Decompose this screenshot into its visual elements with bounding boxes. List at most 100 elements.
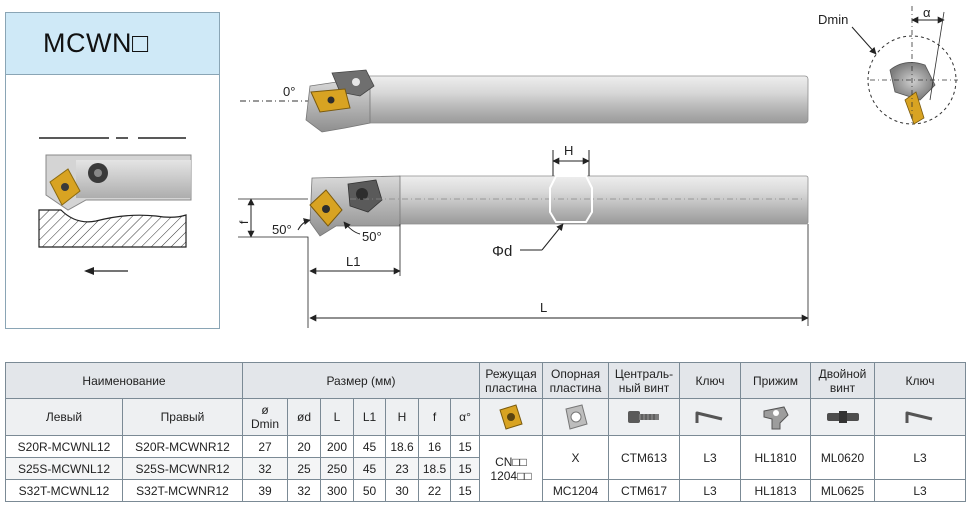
col-right: Правый: [122, 398, 243, 436]
double-screw-part-icon: [826, 411, 859, 423]
operation-view: [5, 75, 220, 329]
insert-image-cell: [479, 398, 543, 436]
cell-dmin: 39: [242, 479, 288, 502]
spec-table: Наименование Размер (мм) Режущая пластин…: [5, 362, 966, 502]
insert-code-line2: 1204□□: [490, 468, 532, 483]
header-double-screw: Двойной винт: [810, 362, 875, 399]
col-left: Левый: [5, 398, 123, 436]
cell-right: S20R-MCWNR12: [122, 435, 243, 458]
cell-L: 200: [320, 435, 354, 458]
cell-f: 18.5: [418, 457, 451, 480]
col-f: f: [418, 398, 451, 436]
header-shim: Опорная пластина: [542, 362, 609, 399]
cell-right: S25S-MCWNR12: [122, 457, 243, 480]
tool-top-view: [305, 69, 809, 133]
cell-f: 16: [418, 435, 451, 458]
table-row: S20R-MCWNL12 S20R-MCWNR12 27 20 200 45 1…: [5, 435, 966, 502]
cell-insert-code: CN□□ 1204□□: [479, 435, 543, 502]
cell-center-screw: CTM613: [608, 435, 680, 480]
header-name: Наименование: [5, 362, 243, 399]
boring-operation-illustration: [38, 137, 192, 275]
header-size: Размер (мм): [242, 362, 480, 399]
header-key1: Ключ: [679, 362, 741, 399]
table-row: S32T-MCWNL12 S32T-MCWNR12 39 32 300 50 3…: [5, 479, 966, 502]
cell-alpha: 15: [450, 435, 480, 458]
dimension-L1-label: L1: [346, 254, 360, 269]
cell-key1: L3: [679, 479, 741, 502]
cell-dmin: 32: [242, 457, 288, 480]
dimension-f-label: f: [237, 220, 251, 224]
cell-alpha: 15: [450, 457, 480, 480]
shim-part-icon: [564, 404, 588, 430]
cell-f: 22: [418, 479, 451, 502]
cell-clamp: HL1813: [740, 479, 811, 502]
col-L: L: [320, 398, 354, 436]
key2-image-cell: [874, 398, 966, 436]
clamp-image-cell: [740, 398, 811, 436]
workpiece-hatch: [38, 209, 187, 248]
insert-code-line1: CN□□: [495, 454, 527, 469]
col-alpha: α°: [450, 398, 480, 436]
angle-50-right-label: 50°: [362, 229, 382, 244]
product-code: MCWN□: [43, 28, 149, 58]
cell-L1: 45: [353, 435, 386, 458]
header-insert: Режущая пластина: [479, 362, 543, 399]
header-center-screw: Централь-ный винт: [608, 362, 680, 399]
cell-key2: L3: [874, 435, 966, 480]
table-row: S25S-MCWNL12 S25S-MCWNR12 32 25 250 45 2…: [5, 457, 966, 480]
cell-clamp: HL1810: [740, 435, 811, 480]
dimension-d-label: Φd: [492, 243, 512, 260]
flat-marker: [549, 175, 593, 223]
shim-image-cell: [542, 398, 609, 436]
allen-key-2-icon: [905, 411, 933, 423]
cell-shim: X: [542, 435, 609, 480]
cell-left: S20R-MCWNL12: [5, 435, 123, 458]
insert-part-icon: [499, 404, 523, 430]
cell-d: 32: [287, 479, 321, 502]
cell-L1: 50: [353, 479, 386, 502]
header-key2: Ключ: [874, 362, 966, 399]
allen-key-icon: [695, 411, 723, 423]
col-dmin: ø Dmin: [242, 398, 288, 436]
cell-dmin: 27: [242, 435, 288, 458]
cell-H: 18.6: [385, 435, 419, 458]
dimension-d-leader: [541, 223, 564, 251]
col-dmin-label: Dmin: [250, 417, 279, 431]
cell-L: 250: [320, 457, 354, 480]
cell-key1: L3: [679, 435, 741, 480]
double-screw-image-cell: [810, 398, 875, 436]
alpha-label: α: [923, 5, 931, 20]
center-screw-image-cell: [608, 398, 680, 436]
technical-drawing: 0° H Φd f 50° 50° L1 L: [237, 5, 958, 328]
cell-right: S32T-MCWNR12: [122, 479, 243, 502]
col-H: H: [385, 398, 419, 436]
dimension-H-label: H: [564, 143, 573, 158]
tool-side-view: [309, 175, 809, 237]
cell-double-screw: ML0620: [810, 435, 875, 480]
header-clamp: Прижим: [740, 362, 811, 399]
dmin-label: Dmin: [818, 12, 848, 27]
cell-shim: MC1204: [542, 479, 609, 502]
cell-left: S32T-MCWNL12: [5, 479, 123, 502]
cell-d: 25: [287, 457, 321, 480]
cell-center-screw: CTM617: [608, 479, 680, 502]
col-d: ød: [287, 398, 321, 436]
col-dmin-sym: ø: [261, 403, 269, 417]
cell-left: S25S-MCWNL12: [5, 457, 123, 480]
clamp-part-icon: [763, 406, 789, 430]
cell-H: 23: [385, 457, 419, 480]
cell-L: 300: [320, 479, 354, 502]
cell-key2: L3: [874, 479, 966, 502]
cell-alpha: 15: [450, 479, 480, 502]
cell-double-screw: ML0625: [810, 479, 875, 502]
dimension-L-label: L: [540, 300, 547, 315]
col-L1: L1: [353, 398, 386, 436]
product-code-title: MCWN□: [5, 12, 220, 75]
cell-L1: 45: [353, 457, 386, 480]
key1-image-cell: [679, 398, 741, 436]
cell-H: 30: [385, 479, 419, 502]
dmin-end-view: [851, 6, 958, 126]
angle-zero-label: 0°: [283, 84, 295, 99]
cell-d: 20: [287, 435, 321, 458]
angle-50-left-label: 50°: [272, 222, 292, 237]
